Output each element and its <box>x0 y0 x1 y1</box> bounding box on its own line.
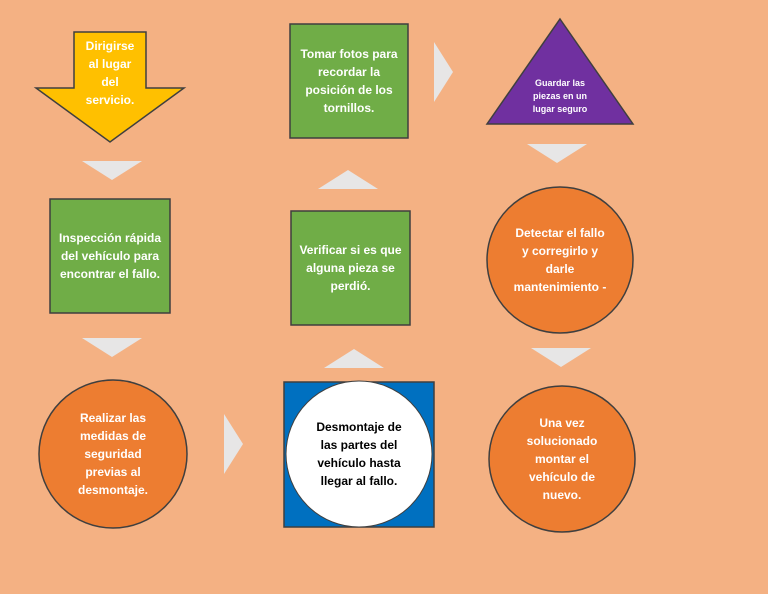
connector-right-arrow <box>224 414 243 474</box>
connector-up-arrow <box>324 349 384 368</box>
connector-down-arrow <box>82 338 142 357</box>
connector-right-arrow <box>434 42 453 102</box>
desmontaje-circle-shape <box>285 380 433 528</box>
guardar-triangle-shape <box>485 17 635 125</box>
guardar-label: Guardar las piezas en un lugar seguro <box>532 77 588 114</box>
connector-up-arrow <box>318 170 378 189</box>
detectar-circle-shape <box>486 186 634 334</box>
realizar-circle-shape <box>38 379 188 529</box>
verificar-label: Verificar si es que alguna pieza se perd… <box>299 243 402 293</box>
desmontaje-label: Desmontaje de las partes del vehículo ha… <box>316 420 402 488</box>
inspeccion-label: Inspección rápida del vehículo para enco… <box>58 231 162 281</box>
tomar-fotos-box-shape <box>289 23 409 139</box>
connector-down-arrow <box>82 161 142 180</box>
dirigirse-down-arrow-shape <box>33 31 187 143</box>
inspeccion-box-shape <box>49 198 171 314</box>
connector-down-arrow <box>531 348 591 367</box>
verificar-box-shape <box>290 210 411 326</box>
detectar-label: Detectar el fallo y corregirlo y darle m… <box>513 226 607 294</box>
una-vez-circle-shape <box>488 385 636 533</box>
realizar-label: Realizar las medidas de seguridad previa… <box>77 411 149 497</box>
una-vez-label: Una vez solucionado montar el vehículo d… <box>526 416 598 502</box>
tomar-fotos-label: Tomar fotos para recordar la posición de… <box>300 47 398 115</box>
connector-down-arrow <box>527 144 587 163</box>
dirigirse-label: Dirigirse al lugar del servicio. <box>85 39 135 107</box>
